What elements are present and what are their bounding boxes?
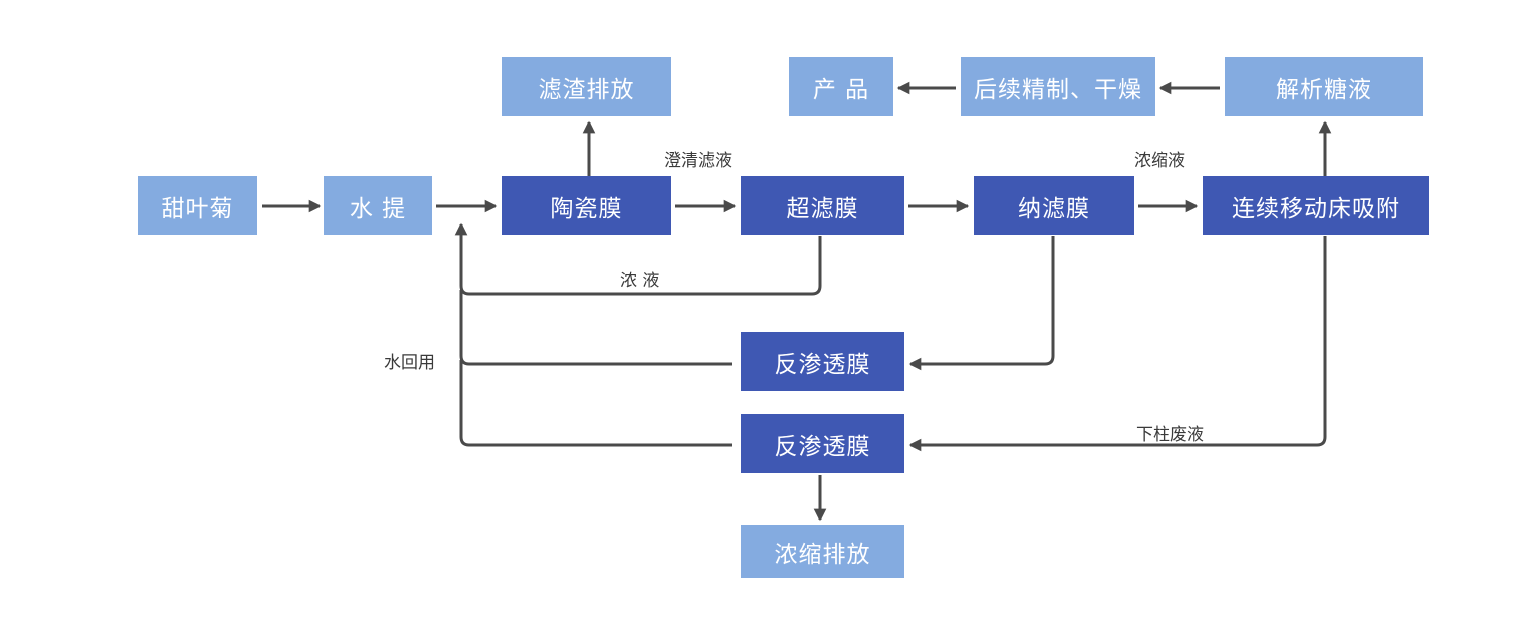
arrow-adsorption-to-ro2	[908, 236, 1327, 452]
node-continuous-adsorption: 连续移动床吸附	[1203, 176, 1429, 235]
line-ro1-water-reuse	[459, 290, 732, 366]
arrow-nanofiltration-to-ro1	[908, 236, 1055, 371]
node-product: 产 品	[789, 57, 893, 116]
label-concentrate-loop: 浓 液	[620, 271, 660, 291]
node-stevia: 甜叶菊	[138, 176, 257, 235]
node-ceramic-membrane: 陶瓷膜	[502, 176, 671, 235]
node-nanofiltration-membrane: 纳滤膜	[974, 176, 1134, 235]
node-ro-membrane-1: 反渗透膜	[741, 332, 904, 391]
node-desorbed-sugar: 解析糖液	[1225, 57, 1423, 116]
node-residue-discharge: 滤渣排放	[502, 57, 671, 116]
label-column-waste: 下柱废液	[1136, 425, 1204, 445]
label-concentrate-top: 浓缩液	[1134, 151, 1185, 171]
arrow-concentrate-return	[454, 222, 822, 296]
node-water-extract: 水 提	[324, 176, 432, 235]
label-clarified-filtrate: 澄清滤液	[664, 151, 732, 171]
line-ro2-water-reuse	[459, 360, 732, 447]
node-refine-dry: 后续精制、干燥	[961, 57, 1155, 116]
node-concentrate-discharge: 浓缩排放	[741, 525, 904, 578]
node-ultrafiltration-membrane: 超滤膜	[741, 176, 904, 235]
node-ro-membrane-2: 反渗透膜	[741, 414, 904, 473]
label-water-reuse: 水回用	[384, 353, 435, 373]
